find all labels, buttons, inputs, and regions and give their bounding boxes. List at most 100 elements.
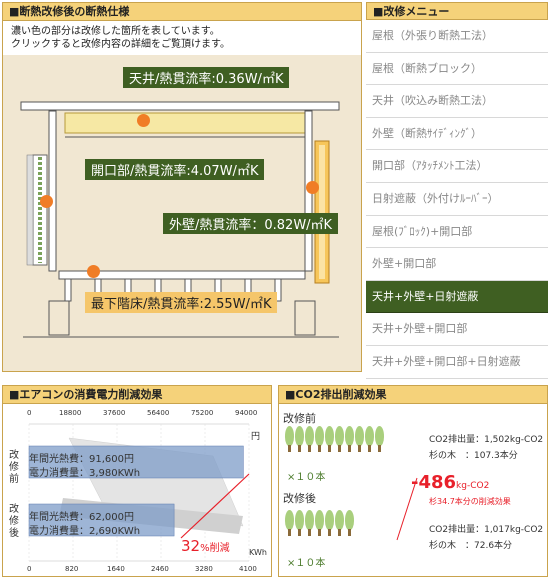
co2-before-trees: 杉の木 ：107.3本分 <box>429 451 518 461</box>
floor-label[interactable]: 最下階床/熱貫流率:2.55W/㎡K <box>85 292 278 313</box>
tree-icon <box>285 510 294 536</box>
ceiling-marker-dot[interactable] <box>137 114 150 127</box>
top-tick-5: 94000 <box>235 409 258 417</box>
tree-crown <box>285 510 294 530</box>
co2-reduction-unit: kg-CO2 <box>456 481 490 491</box>
tree-icon <box>335 426 344 452</box>
tree-icon <box>295 510 304 536</box>
tree-icon <box>365 426 374 452</box>
menu-item-shading[interactable]: 日射遮蔽（外付けﾙｰﾊﾞｰ） <box>366 183 548 216</box>
co2-reduction-title: ■CO2排出削減効果 <box>279 386 547 404</box>
tree-trunk <box>328 445 331 452</box>
co2-reduction-note: 杉34.7本分の削減効果 <box>429 497 511 506</box>
after-power-text: 電力消費量：2,690KWh <box>29 526 141 537</box>
top-tick-1: 18800 <box>59 409 82 417</box>
energy-chart <box>28 423 250 562</box>
menu-item-wall-opening[interactable]: 外壁+開口部 <box>366 248 548 281</box>
menu-item-ceiling-blown[interactable]: 天井（吹込み断熱工法） <box>366 85 548 118</box>
co2-after-label: 改修後 <box>283 492 316 505</box>
bottom-tick-1: 820 <box>65 565 79 573</box>
tree-icon <box>295 426 304 452</box>
tree-trunk <box>348 445 351 452</box>
co2-reduction-value: -486kg-CO2 <box>411 472 489 493</box>
wall-label[interactable]: 外壁/熱貫流率：0.82W/㎡K <box>163 213 339 234</box>
menu-item-roof-block[interactable]: 屋根（断熱ブロック） <box>366 53 548 86</box>
tree-trunk <box>318 529 321 536</box>
tree-icon <box>315 426 324 452</box>
menu-item-ceiling-wall-opening-shading[interactable]: 天井+外壁+開口部+日射遮蔽 <box>366 346 548 379</box>
tree-trunk <box>368 445 371 452</box>
tree-crown <box>375 426 384 446</box>
reduction-percent-unit: %削減 <box>200 543 230 554</box>
instruction-line-2: クリックすると改修内容の詳細をご覧頂けます。 <box>11 39 230 50</box>
tree-icon <box>345 426 354 452</box>
bar-after <box>28 503 175 537</box>
instruction-note: 濃い色の部分は改修した箇所を表しています。 クリックすると改修内容の詳細をご覧頂… <box>11 25 230 51</box>
tree-crown <box>365 426 374 446</box>
before-cost-text: 年間光熱費：91,600円 <box>29 454 134 465</box>
tree-icon <box>315 510 324 536</box>
opening-label[interactable]: 開口部/熱貫流率:4.07W/㎡K <box>85 159 265 180</box>
bottom-tick-5: 4100 <box>239 565 257 573</box>
tree-trunk <box>288 529 291 536</box>
top-tick-2: 37600 <box>103 409 126 417</box>
tree-trunk <box>358 445 361 452</box>
after-cost-text: 年間光熱費：62,000円 <box>29 512 134 523</box>
renovation-menu-list: 屋根（外張り断熱工法） 屋根（断熱ブロック） 天井（吹込み断熱工法） 外壁（断熱… <box>366 20 548 379</box>
house-cross-section: 天井/熱貫流率:0.36W/㎡K 開口部/熱貫流率:4.07W/㎡K 外壁/熱貫… <box>3 55 361 371</box>
tree-crown <box>325 510 334 530</box>
category-after-label: 改修後 <box>9 504 19 539</box>
tree-icon <box>345 510 354 536</box>
tree-trunk <box>338 529 341 536</box>
tree-icon <box>285 426 294 452</box>
menu-item-roof-opening[interactable]: 屋根(ﾌﾞﾛｯｸ)+開口部 <box>366 216 548 249</box>
ceiling-label[interactable]: 天井/熱貫流率:0.36W/㎡K <box>123 67 290 88</box>
tree-icon <box>305 510 314 536</box>
menu-item-wall-siding[interactable]: 外壁（断熱ｻｲﾃﾞｨﾝｸﾞ） <box>366 118 548 151</box>
tree-trunk <box>298 445 301 452</box>
co2-after-times: ×１０本 <box>287 558 326 569</box>
co2-before-times: ×１０本 <box>287 472 326 483</box>
menu-item-ceiling-wall-shading[interactable]: 天井+外壁+日射遮蔽 <box>366 280 548 314</box>
tree-crown <box>325 426 334 446</box>
wall-marker-dot[interactable] <box>306 181 319 194</box>
floor-marker-dot[interactable] <box>87 265 100 278</box>
trees-after-row <box>285 510 355 536</box>
tree-icon <box>325 426 334 452</box>
co2-reduction-number: -486 <box>411 472 457 493</box>
top-tick-3: 56400 <box>147 409 170 417</box>
bottom-tick-0: 0 <box>27 565 32 573</box>
menu-item-ceiling-wall-opening[interactable]: 天井+外壁+開口部 <box>366 313 548 346</box>
category-before-label: 改修前 <box>9 450 19 485</box>
tree-trunk <box>328 529 331 536</box>
unit-kwh: KWh <box>249 548 267 557</box>
tree-icon <box>305 426 314 452</box>
unit-yen: 円 <box>251 432 261 442</box>
energy-reduction-title: ■エアコンの消費電力削減効果 <box>3 386 271 404</box>
tree-icon <box>355 426 364 452</box>
tree-trunk <box>308 445 311 452</box>
tree-crown <box>345 510 354 530</box>
tree-crown <box>355 426 364 446</box>
tree-crown <box>295 510 304 530</box>
reduction-percent: 32%削減 <box>181 536 230 555</box>
tree-trunk <box>348 529 351 536</box>
energy-reduction-panel: ■エアコンの消費電力削減効果 0 18800 37600 56400 75200… <box>2 385 272 577</box>
insulation-spec-panel: ■断熱改修後の断熱仕様 濃い色の部分は改修した箇所を表しています。 クリックする… <box>2 2 362 372</box>
tree-icon <box>335 510 344 536</box>
tree-crown <box>285 426 294 446</box>
bottom-tick-3: 2460 <box>151 565 169 573</box>
tree-trunk <box>378 445 381 452</box>
menu-item-roof-exterior[interactable]: 屋根（外張り断熱工法） <box>366 20 548 53</box>
co2-before-label: 改修前 <box>283 412 316 425</box>
co2-reduction-panel: ■CO2排出削減効果 改修前 ×１０本 CO2排出量：1,502kg-CO2 杉… <box>278 385 548 577</box>
ceiling-insulation[interactable] <box>64 112 306 134</box>
opening-marker-dot[interactable] <box>40 195 53 208</box>
tree-trunk <box>298 529 301 536</box>
bottom-tick-4: 3280 <box>195 565 213 573</box>
tree-icon <box>325 510 334 536</box>
insulation-spec-title: ■断熱改修後の断熱仕様 <box>3 3 361 21</box>
instruction-line-1: 濃い色の部分は改修した箇所を表しています。 <box>11 26 220 37</box>
before-power-text: 電力消費量：3,980KWh <box>29 468 141 479</box>
menu-item-opening[interactable]: 開口部（ｱﾀｯﾁﾒﾝﾄ工法） <box>366 150 548 183</box>
